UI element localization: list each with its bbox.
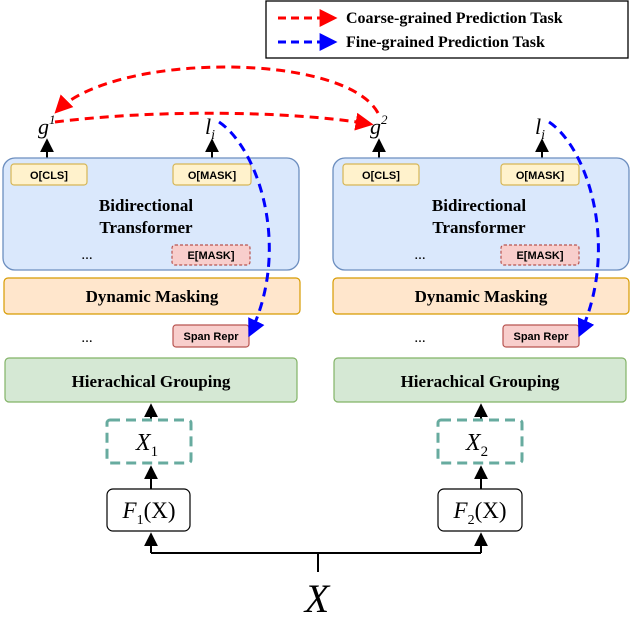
right-mask-token [500,163,580,186]
right-mask-label: O[MASK] [516,170,565,182]
right-cls-token [342,163,420,186]
right-span-label: Span Repr [513,331,569,343]
right-ellipsis-top: ... [414,247,425,263]
left-emask-label: E[MASK] [187,250,234,262]
left-grouping-label: Hierachical Grouping [72,372,231,391]
left-transformer-line1: Bidirectional [99,196,193,215]
left-transformer-line2: Transformer [99,218,193,237]
right-ellipsis-mid: ... [414,330,425,346]
right-transformer-line1: Bidirectional [432,196,526,215]
right-grouping-box [333,357,627,403]
right-transformer-line2: Transformer [432,218,526,237]
left-output-g: g1 [38,112,56,139]
input-variable: X [303,576,331,620]
left-branch: g1 li O[CLS] O[MASK] Bidirectional Trans… [2,112,301,553]
left-grouping-box [4,357,298,403]
left-emask-token [171,244,251,266]
left-masking-label: Dynamic Masking [86,287,219,306]
left-output-l: li [205,114,215,143]
left-masking-box [3,277,301,315]
left-ellipsis-top: ... [81,247,92,263]
right-func-box [437,488,523,532]
left-fine-arrow [218,120,271,338]
right-emask-token [500,244,580,266]
right-emask-label: E[MASK] [516,250,563,262]
left-view-box [105,418,193,465]
right-masking-label: Dynamic Masking [415,287,548,306]
right-masking-box [332,277,630,315]
left-span-label: Span Repr [183,331,239,343]
coarse-arrow-to-g1 [54,65,380,114]
left-view-var: X1 [135,430,158,460]
legend: Coarse-grained Prediction Task Fine-grai… [265,0,629,59]
left-func-label: F1(X) [122,498,176,528]
left-ellipsis-mid: ... [81,330,92,346]
left-mask-token [172,163,252,186]
left-func-box [106,488,191,532]
right-grouping-label: Hierachical Grouping [401,372,560,391]
right-fine-arrow [548,120,600,338]
left-transformer-box [2,157,300,271]
left-cls-label: O[CLS] [30,170,68,182]
left-cls-token [10,163,88,186]
right-view-box [436,418,524,465]
right-cls-label: O[CLS] [362,170,400,182]
left-mask-label: O[MASK] [188,170,237,182]
legend-fine-label: Fine-grained Prediction Task [346,34,545,51]
right-output-l: li [535,114,545,143]
right-view-var: X2 [465,430,488,460]
legend-coarse-label: Coarse-grained Prediction Task [346,10,563,27]
right-transformer-box [332,157,630,271]
right-func-label: F2(X) [453,498,507,528]
right-branch: g2 li O[CLS] O[MASK] Bidirectional Trans… [332,112,630,553]
coarse-arrow-to-g2 [54,111,374,131]
right-output-g: g2 [370,112,388,139]
